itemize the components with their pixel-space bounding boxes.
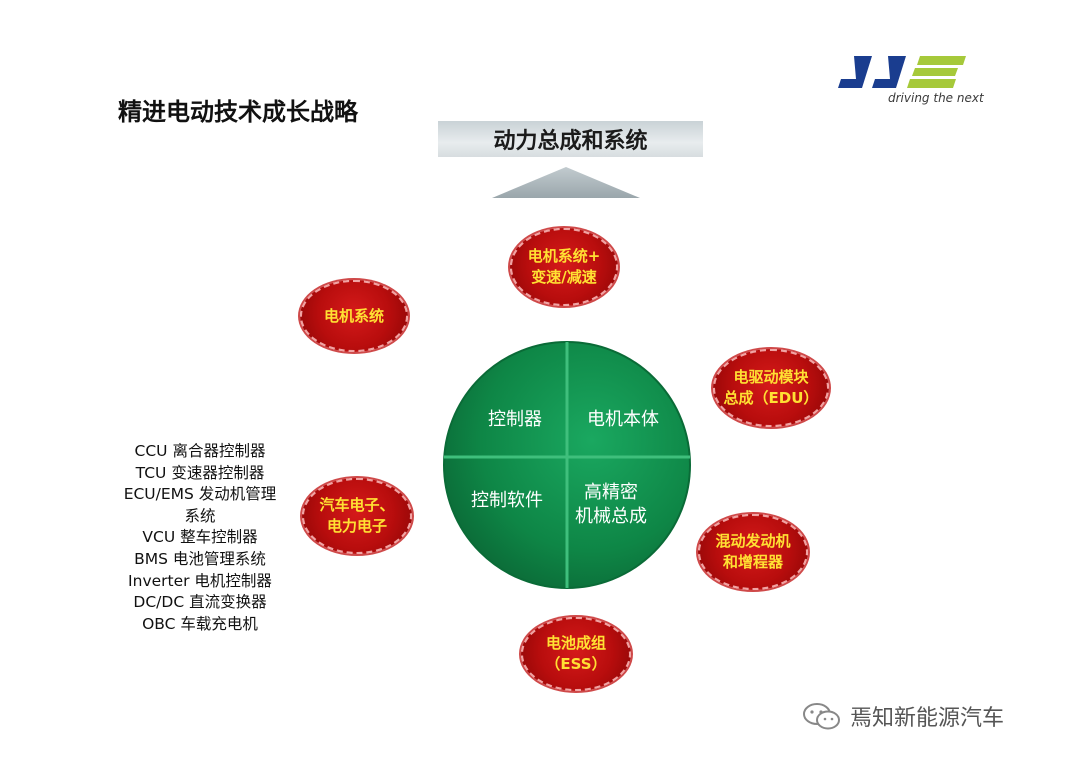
bubble-ess: 电池成组 （ESS） xyxy=(521,617,631,691)
list-item: DC/DC 直流变换器 xyxy=(133,593,267,612)
quadrant-controller: 控制器 xyxy=(488,409,542,430)
list-item: OBC 车载充电机 xyxy=(142,614,258,633)
watermark: 焉知新能源汽车 xyxy=(802,700,1004,732)
bubble-motor-system: 电机系统 xyxy=(300,280,408,352)
quadrant-precision-mechanics: 高精密 机械总成 xyxy=(575,482,647,527)
list-item: CCU 离合器控制器 xyxy=(134,442,266,460)
core-technology-circle xyxy=(443,341,691,589)
list-item: TCU 变速器控制器 xyxy=(135,463,265,482)
page-title: 精进电动技术成长战略 xyxy=(118,98,358,126)
watermark-text: 焉知新能源汽车 xyxy=(850,706,1005,731)
bubble-hybrid-engine: 混动发动机 和增程器 xyxy=(698,514,808,590)
quadrant-control-software: 控制软件 xyxy=(471,490,543,511)
quadrant-motor-body: 电机本体 xyxy=(587,409,659,430)
bubble-motor-gear: 电机系统+ 变速/减速 xyxy=(510,228,618,306)
list-item: BMS 电池管理系统 xyxy=(134,549,266,568)
up-arrow-triangle-icon xyxy=(492,167,640,198)
jje-logo xyxy=(838,56,966,88)
list-item: ECU/EMS 发动机管理 xyxy=(123,485,277,504)
list-item: Inverter 电机控制器 xyxy=(128,571,272,590)
list-item: 系统 xyxy=(184,506,216,525)
wechat-icon xyxy=(803,703,840,730)
list-item: VCU 整车控制器 xyxy=(142,528,258,547)
bubble-edu: 电驱动模块 总成（EDU） xyxy=(713,349,829,427)
bubble-auto-electronics: 汽车电子、 电力电子 xyxy=(302,478,412,554)
controller-list: CCU 离合器控制器 TCU 变速器控制器 ECU/EMS 发动机管理 系统 V… xyxy=(100,441,300,635)
powertrain-banner: 动力总成和系统 xyxy=(438,121,703,157)
logo-tagline: driving the next xyxy=(888,91,984,105)
logo-mark-icon xyxy=(838,56,966,88)
